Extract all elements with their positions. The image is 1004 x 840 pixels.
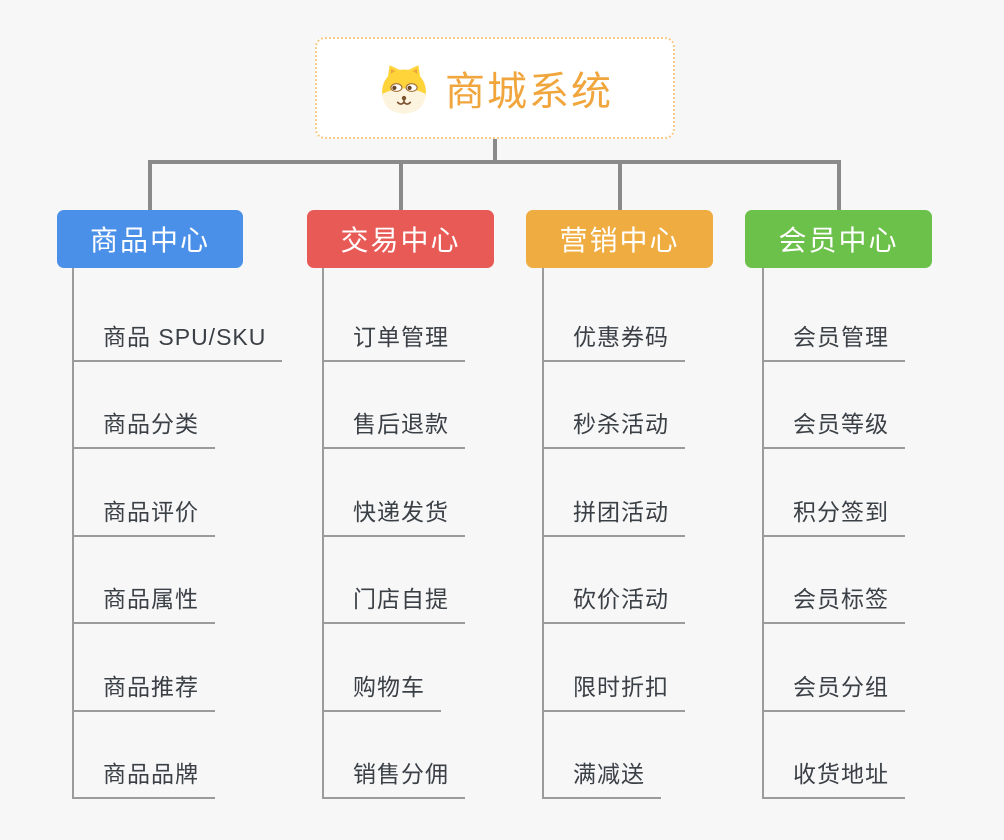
leaf-node[interactable]: 砍价活动: [542, 580, 685, 625]
branch-label: 营销中心: [559, 225, 680, 256]
leaf-node[interactable]: 商品推荐: [72, 668, 215, 712]
branch-items-trade: 订单管理 售后退款 快递发货 门店自提 购物车 销售分佣: [322, 318, 465, 799]
branch-items-member: 会员管理 会员等级 积分签到 会员标签 会员分组 收货地址: [762, 318, 905, 799]
leaf-node[interactable]: 会员标签: [762, 580, 905, 625]
branch-items-product: 商品 SPU/SKU 商品分类 商品评价 商品属性 商品推荐 商品品牌: [72, 318, 283, 799]
leaf-node[interactable]: 商品品牌: [72, 755, 215, 799]
leaf-node[interactable]: 会员管理: [762, 318, 905, 362]
connector-horizontal-bar: [148, 160, 841, 164]
root-node[interactable]: 商城系统: [315, 37, 675, 139]
leaf-node[interactable]: 拼团活动: [542, 493, 685, 537]
leaf-node[interactable]: 优惠券码: [542, 318, 685, 362]
branch-label: 交易中心: [340, 225, 461, 256]
leaf-node[interactable]: 商品属性: [72, 580, 215, 625]
branch-box-member[interactable]: 会员中心: [745, 210, 932, 268]
branch-trunk-product: [72, 268, 74, 799]
branch-box-product[interactable]: 商品中心: [57, 210, 243, 268]
leaf-node[interactable]: 销售分佣: [322, 755, 465, 799]
leaf-node[interactable]: 会员分组: [762, 668, 905, 712]
leaf-node[interactable]: 会员等级: [762, 405, 905, 450]
leaf-node[interactable]: 购物车: [322, 668, 441, 712]
leaf-node[interactable]: 订单管理: [322, 318, 465, 362]
leaf-node[interactable]: 秒杀活动: [542, 405, 685, 450]
doge-icon: [377, 61, 431, 115]
leaf-node[interactable]: 满减送: [542, 755, 661, 799]
root-title: 商城系统: [445, 70, 613, 114]
branch-box-marketing[interactable]: 营销中心: [526, 210, 713, 268]
connector-root-stem: [493, 139, 497, 162]
leaf-node[interactable]: 积分签到: [762, 493, 905, 537]
leaf-node[interactable]: 商品 SPU/SKU: [72, 318, 283, 362]
branch-trunk-marketing: [542, 268, 544, 799]
leaf-node[interactable]: 快递发货: [322, 493, 465, 537]
branch-items-marketing: 优惠券码 秒杀活动 拼团活动 砍价活动 限时折扣 满减送: [542, 318, 685, 799]
connector-drop-product: [148, 160, 152, 210]
leaf-node[interactable]: 商品评价: [72, 493, 215, 537]
leaf-node[interactable]: 门店自提: [322, 580, 465, 625]
leaf-node[interactable]: 收货地址: [762, 755, 905, 799]
connector-drop-member: [837, 160, 841, 210]
leaf-node[interactable]: 商品分类: [72, 405, 215, 450]
branch-box-trade[interactable]: 交易中心: [307, 210, 494, 268]
branch-label: 商品中心: [89, 225, 210, 256]
connector-drop-trade: [399, 160, 403, 210]
leaf-node[interactable]: 售后退款: [322, 405, 465, 450]
branch-label: 会员中心: [778, 225, 899, 256]
leaf-node[interactable]: 限时折扣: [542, 668, 685, 712]
connector-drop-marketing: [618, 160, 622, 210]
branch-trunk-member: [762, 268, 764, 799]
branch-trunk-trade: [322, 268, 324, 799]
